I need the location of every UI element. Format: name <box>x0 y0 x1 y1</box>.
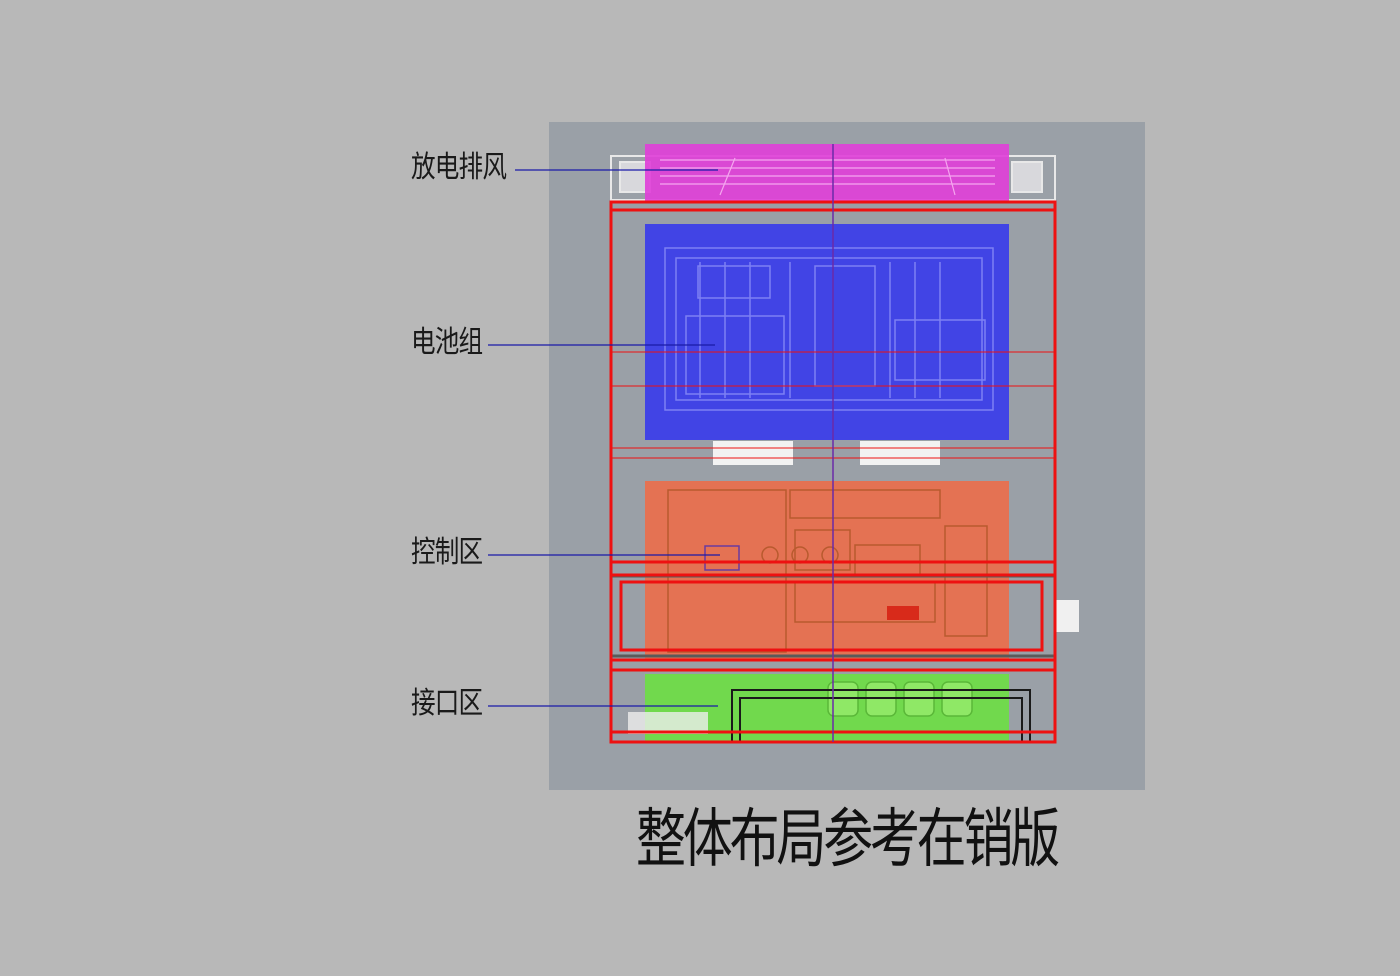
terminal-block-left <box>713 441 793 465</box>
label-control: 控制区 <box>411 535 483 570</box>
interface-wiring <box>731 689 1031 742</box>
exhaust-zone <box>645 144 1009 202</box>
diagram-caption: 整体布局参考在销版 <box>636 803 1060 877</box>
battery-zone <box>645 224 1009 440</box>
label-battery: 电池组 <box>411 325 483 360</box>
side-connector <box>1055 600 1079 632</box>
control-component-red <box>887 606 919 620</box>
label-interface: 接口区 <box>411 686 483 721</box>
exhaust-grille-detail <box>660 157 995 196</box>
battery-pack-detail <box>664 247 994 411</box>
label-exhaust: 放电排风 <box>411 150 507 185</box>
terminal-block-right <box>860 441 940 465</box>
interface-plate-white <box>628 712 708 734</box>
control-board-detail <box>667 489 988 653</box>
